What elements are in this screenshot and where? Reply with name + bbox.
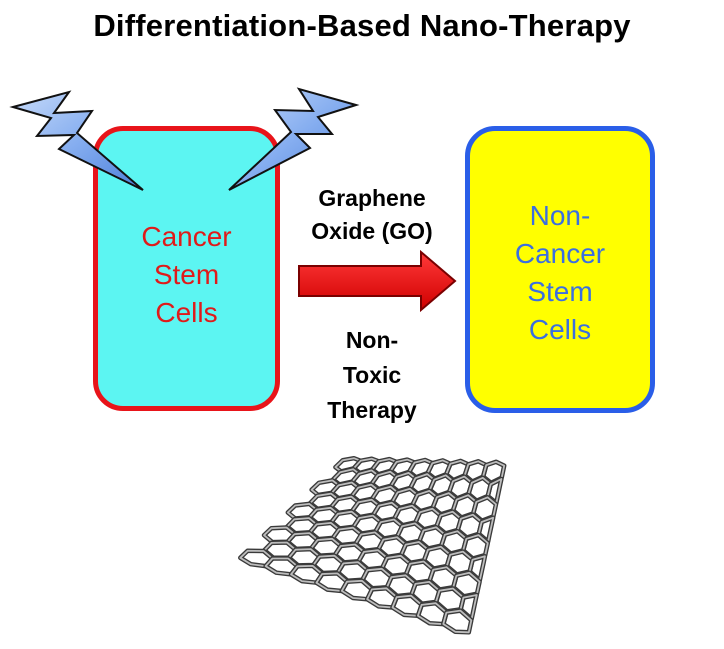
non-cancer-stem-cells-box (465, 126, 655, 413)
arrow-label-line: Graphene (318, 185, 426, 211)
non-toxic-therapy-label: Non- Toxic Therapy (283, 323, 461, 428)
lightning-bolt-icon (228, 87, 360, 191)
cancer-label-line: Cells (155, 297, 218, 328)
graphene-lattice-icon (238, 455, 507, 635)
noncancer-label-line: Non- (529, 200, 591, 231)
noncancer-label-line: Cancer (514, 238, 606, 269)
noncancer-label-line: Stem (527, 276, 593, 307)
therapy-label-line: Toxic (342, 362, 402, 388)
noncancer-label-line: Cells (528, 314, 592, 345)
right-arrow-icon (298, 249, 457, 313)
cancer-label-line: Cancer (141, 221, 232, 252)
non-cancer-stem-cells-label: Non- Cancer Stem Cells (465, 197, 655, 349)
arrow-label-line: Oxide (GO) (311, 218, 433, 244)
diagram-title: Differentiation-Based Nano-Therapy (93, 8, 631, 43)
cancer-label-line: Stem (153, 259, 220, 290)
cancer-stem-cells-label: Cancer Stem Cells (93, 218, 280, 332)
lightning-bolt-icon (9, 90, 144, 191)
lattice-hexagon-highlight (442, 609, 473, 634)
therapy-label-line: Non- (345, 327, 399, 353)
therapy-label-line: Therapy (327, 397, 417, 423)
graphene-oxide-label: Graphene Oxide (GO) (283, 182, 461, 248)
lattice-hexagon (441, 608, 474, 635)
